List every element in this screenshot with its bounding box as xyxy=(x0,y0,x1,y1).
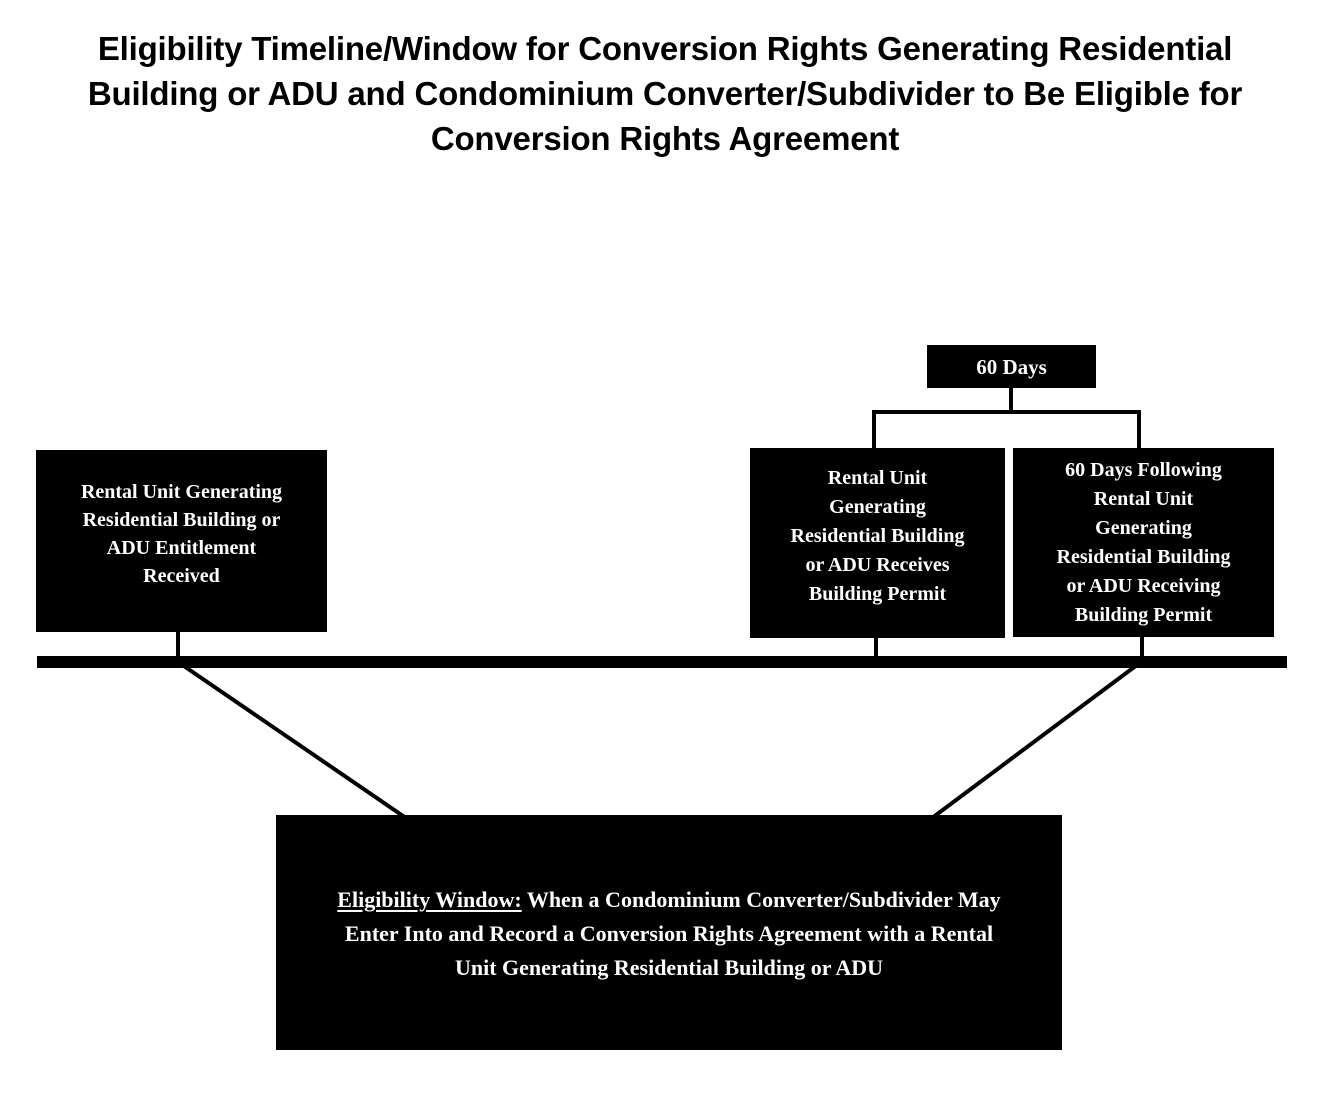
bracket-stem-line xyxy=(1009,388,1013,414)
eligibility-window-line1-rest: When a Condominium Converter/Subdivider … xyxy=(521,887,1001,912)
leader-line-right xyxy=(930,660,1143,820)
bracket-drop-left-line xyxy=(872,410,876,450)
node-sixty-days-following-permit-label: 60 Days Following Rental Unit Generating… xyxy=(1056,459,1231,626)
bracket-drop-right-line xyxy=(1137,410,1141,450)
node-entitlement-received-label: Rental Unit Generating Residential Build… xyxy=(80,481,283,587)
eligibility-window-body: Eligibility Window: When a Condominium C… xyxy=(298,883,1040,985)
eligibility-window-line2: Enter Into and Record a Conversion Right… xyxy=(344,921,994,946)
eligibility-window-heading: Eligibility Window: xyxy=(337,887,522,912)
node-sixty-days-label: 60 Days xyxy=(976,354,1047,379)
stem-entitlement-line xyxy=(176,632,180,658)
leader-line-left xyxy=(176,660,408,820)
node-entitlement-received: Rental Unit Generating Residential Build… xyxy=(36,450,327,632)
eligibility-window-line3: Unit Generating Residential Building or … xyxy=(454,955,884,980)
timeline-axis-bar xyxy=(37,656,1287,668)
node-eligibility-window: Eligibility Window: When a Condominium C… xyxy=(276,815,1062,1050)
stem-permit-line xyxy=(874,638,878,658)
node-sixty-days: 60 Days xyxy=(927,345,1096,388)
node-building-permit-received-label: Rental Unit Generating Residential Build… xyxy=(790,467,965,605)
page-title: Eligibility Timeline/Window for Conversi… xyxy=(87,30,1243,157)
bracket-crossbar-line xyxy=(872,410,1141,414)
node-building-permit-received: Rental Unit Generating Residential Build… xyxy=(750,448,1005,638)
stem-following-line xyxy=(1140,637,1144,658)
node-sixty-days-following-permit: 60 Days Following Rental Unit Generating… xyxy=(1013,448,1274,637)
